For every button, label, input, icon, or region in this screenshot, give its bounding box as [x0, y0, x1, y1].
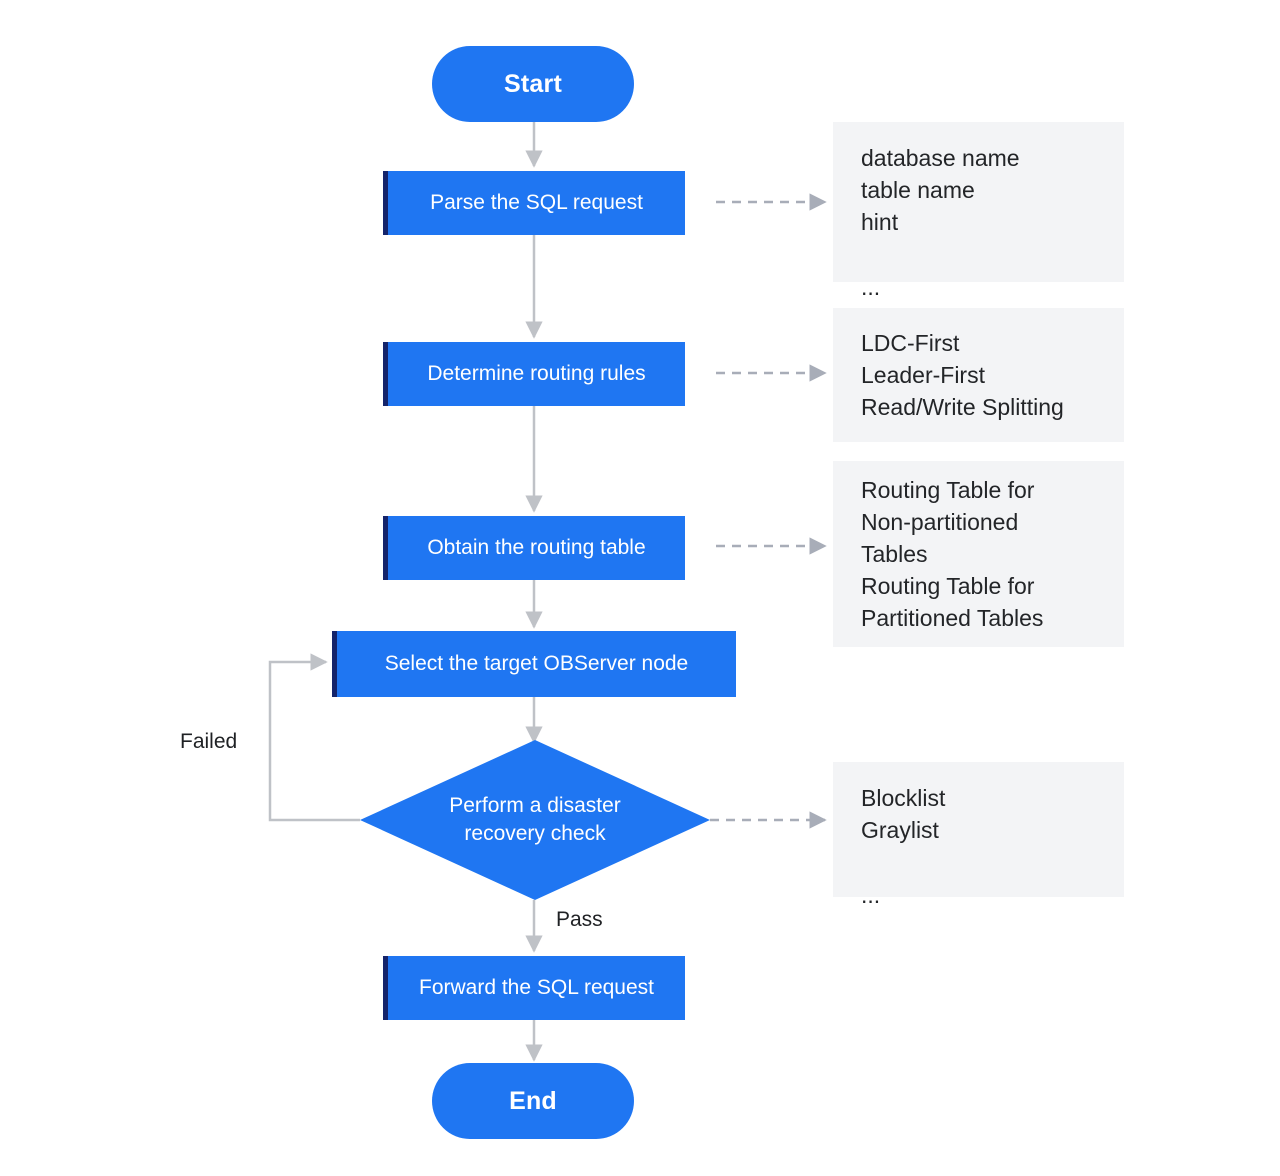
edge-label-failed-text: Failed — [180, 730, 238, 753]
note-obtain-routing-table-text: Routing Table for Non-partitioned Tables… — [861, 476, 1044, 632]
note-disaster-recovery-check-text: Blocklist Graylist ... — [861, 785, 946, 908]
note-determine-routing-rules: LDC-First Leader-First Read/Write Splitt… — [833, 308, 1124, 442]
node-forward-sql-request[interactable]: Forward the SQL request — [383, 956, 685, 1020]
node-select-target-observer-node-label: Select the target OBServer node — [384, 652, 689, 676]
node-start[interactable]: Start — [432, 46, 634, 122]
node-parse-sql-request-label: Parse the SQL request — [430, 191, 643, 215]
node-select-target-observer-node[interactable]: Select the target OBServer node — [332, 631, 736, 697]
node-obtain-routing-table-label: Obtain the routing table — [427, 536, 646, 560]
node-end-label: End — [509, 1086, 557, 1115]
node-obtain-routing-table[interactable]: Obtain the routing table — [383, 516, 685, 580]
node-parse-sql-request[interactable]: Parse the SQL request — [383, 171, 685, 235]
edge-label-pass-text: Pass — [556, 908, 603, 931]
edge-label-pass: Pass — [556, 908, 603, 932]
node-determine-routing-rules-label: Determine routing rules — [427, 362, 646, 386]
note-determine-routing-rules-text: LDC-First Leader-First Read/Write Splitt… — [861, 329, 1064, 421]
note-parse-sql-request: database name table name hint ... — [833, 122, 1124, 300]
node-determine-routing-rules[interactable]: Determine routing rules — [383, 342, 685, 406]
node-forward-sql-request-label: Forward the SQL request — [419, 976, 654, 1000]
node-end[interactable]: End — [432, 1063, 634, 1139]
node-disaster-recovery-check[interactable]: Perform a disaster recovery check — [360, 740, 710, 900]
note-disaster-recovery-check: Blocklist Graylist ... — [833, 762, 1124, 908]
node-start-label: Start — [504, 69, 562, 98]
edge-label-failed: Failed — [180, 730, 237, 754]
note-obtain-routing-table: Routing Table for Non-partitioned Tables… — [833, 461, 1124, 647]
note-parse-sql-request-text: database name table name hint ... — [861, 145, 1020, 300]
node-disaster-recovery-check-label: Perform a disaster recovery check — [449, 794, 621, 845]
